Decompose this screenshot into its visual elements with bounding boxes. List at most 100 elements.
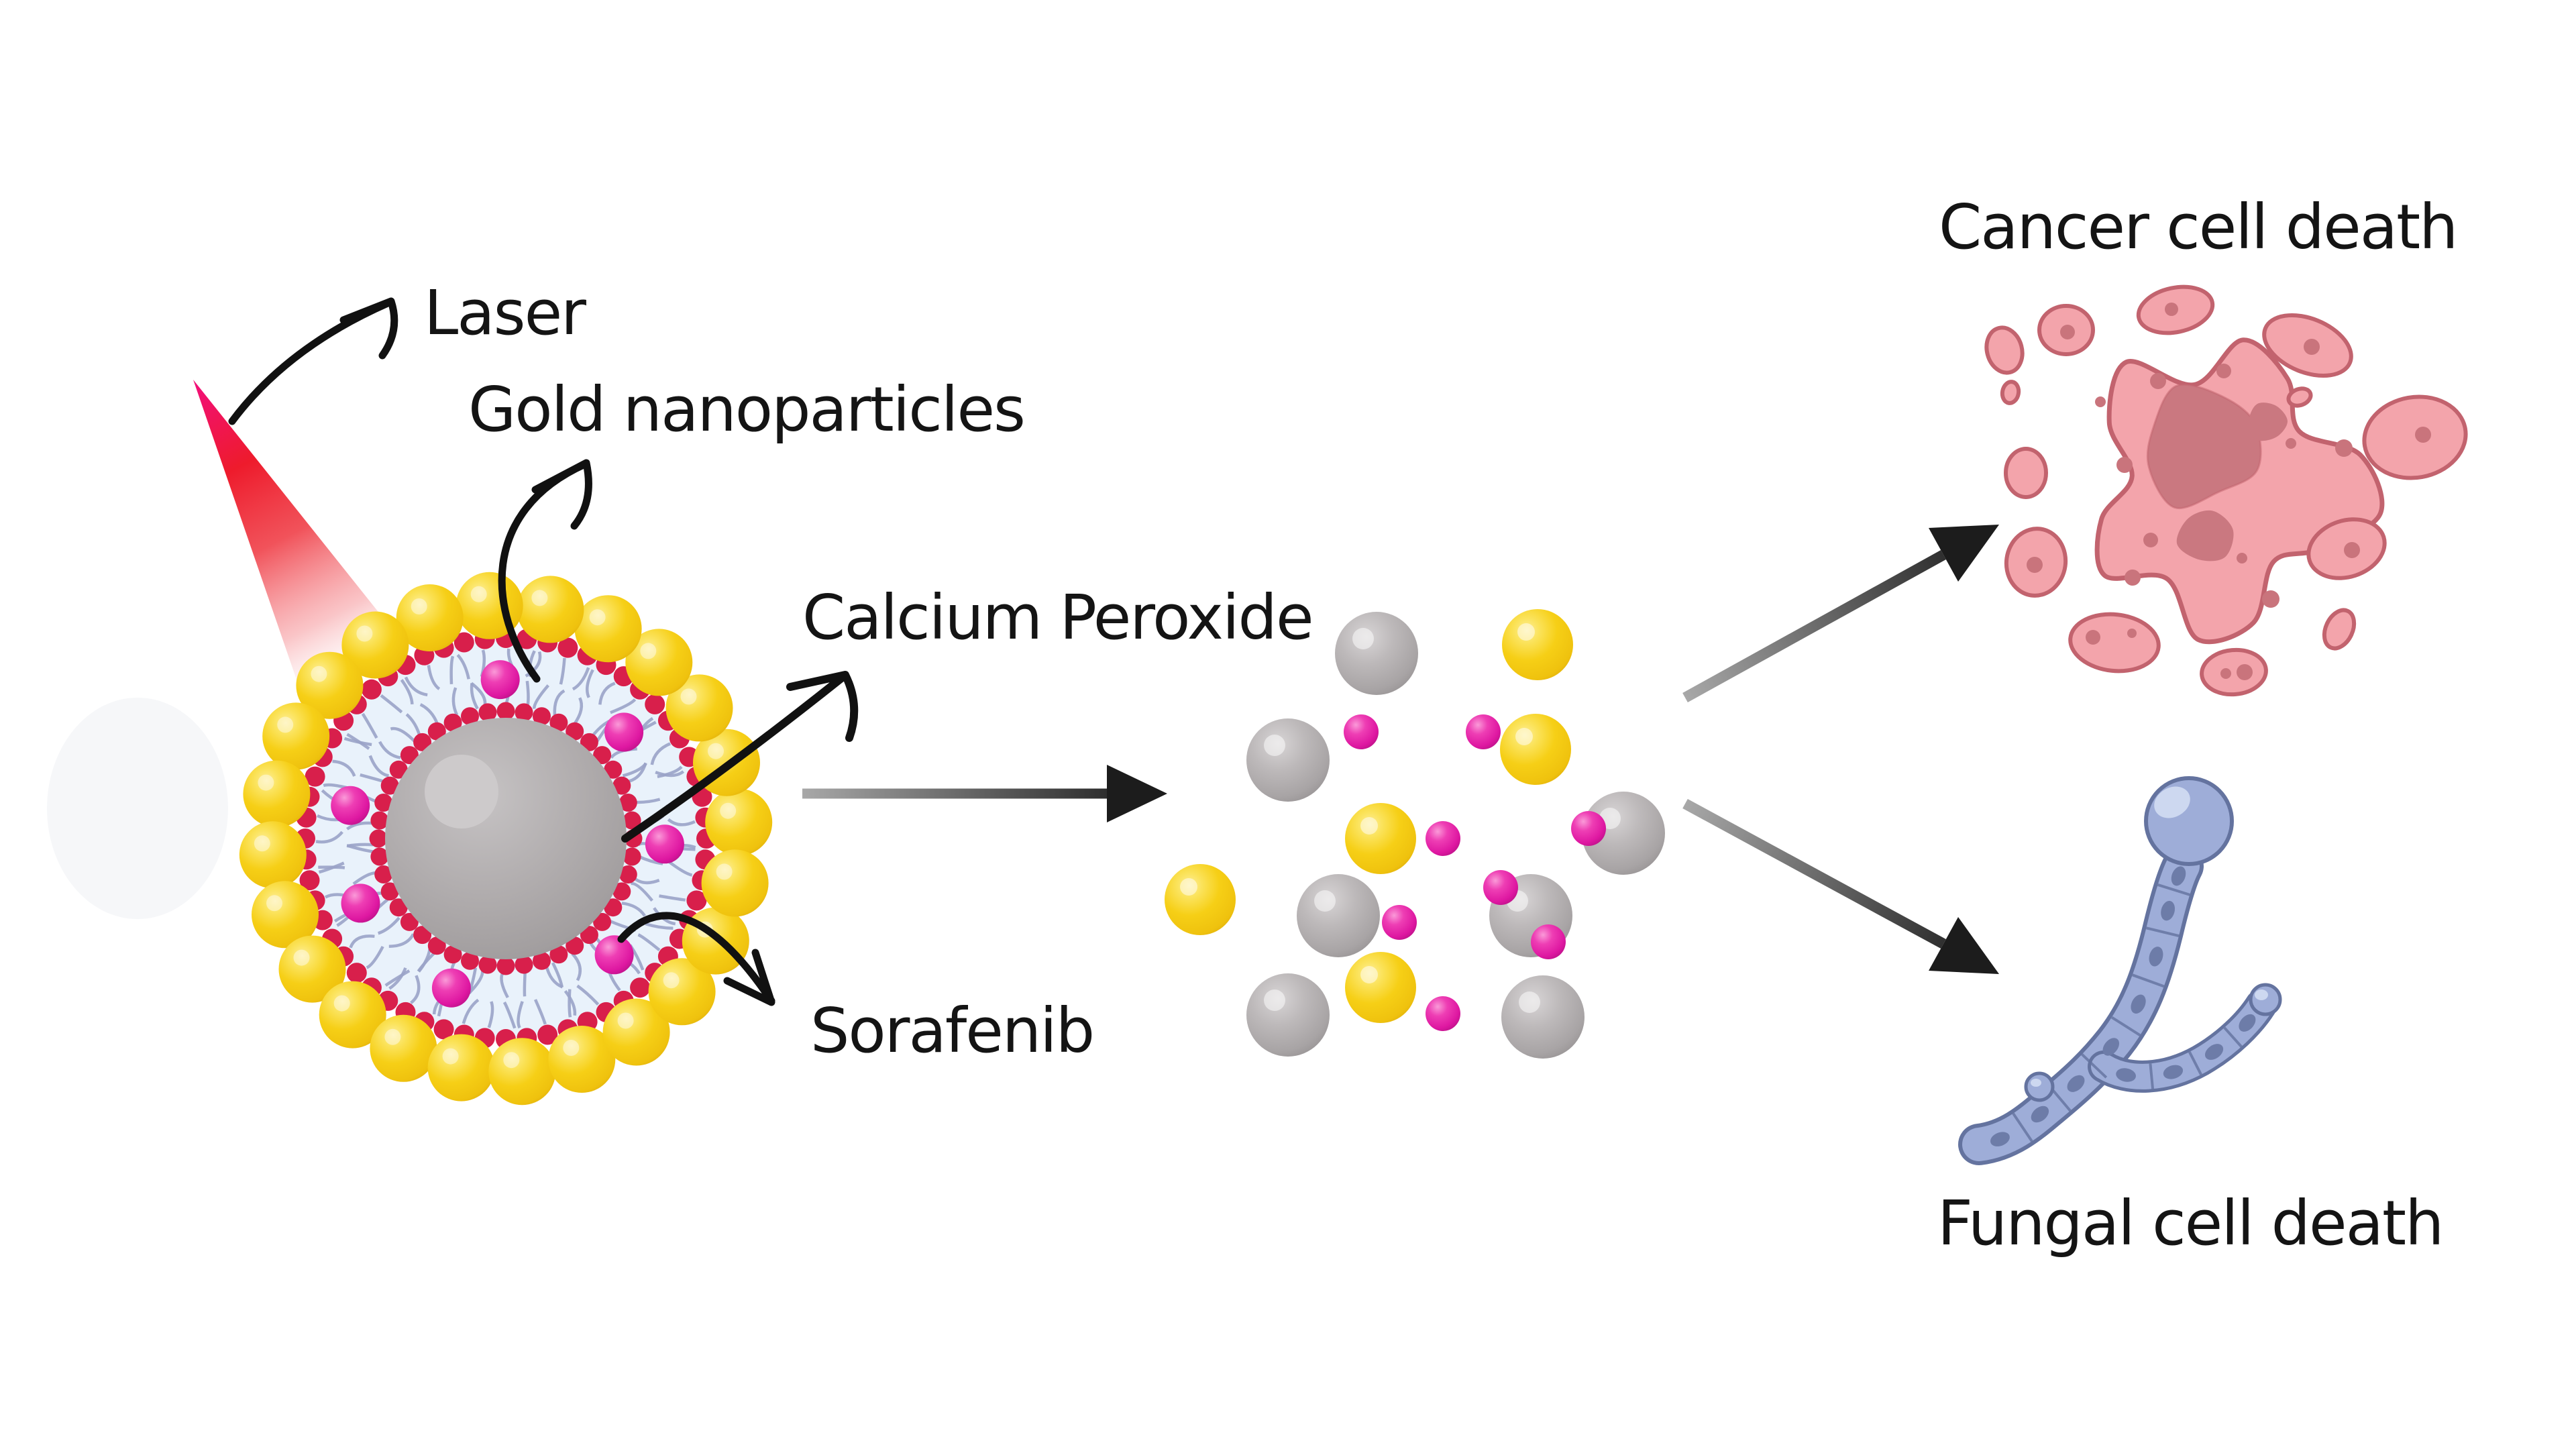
sorafenib-dot <box>645 824 684 864</box>
sorafenib-particle <box>1426 821 1460 856</box>
gold-nanoparticle-particle <box>1345 952 1416 1023</box>
release-arrow <box>802 765 1167 822</box>
sorafenib-particle <box>1531 924 1566 959</box>
fungal-septum <box>2132 973 2165 988</box>
cancer-cell-fragment <box>2136 284 2215 335</box>
fungal-septum <box>2012 1112 2033 1142</box>
cancer-cell-fragment <box>2068 612 2161 674</box>
gold-nanoparticle-sphere <box>243 760 311 828</box>
sorafenib-dot <box>341 883 380 923</box>
label-gold-nanoparticles: Gold nanoparticles <box>468 374 1024 445</box>
fungal-bud <box>2024 1071 2055 1102</box>
cancer-cell-fragment <box>2322 608 2357 651</box>
fungal-branch-tip <box>2249 983 2282 1016</box>
gold-nanoparticle-sphere <box>278 935 346 1003</box>
calcium-peroxide-particle <box>1246 718 1330 802</box>
gold-nanoparticle-sphere <box>648 958 716 1026</box>
gold-nanoparticle-sphere <box>319 981 386 1049</box>
fungal-septum <box>2223 1026 2243 1048</box>
fungal-nucleus <box>2204 1044 2224 1060</box>
fungal-spore-head <box>2144 776 2234 866</box>
gold-nanoparticle-sphere <box>665 674 733 742</box>
label-sorafenib: Sorafenib <box>810 995 1093 1067</box>
fungal-septum <box>2110 1016 2141 1036</box>
cancer-outcome-arrow <box>1682 525 1999 703</box>
fungal-septum <box>2081 1053 2108 1079</box>
gold-nanoparticle-sphere <box>705 788 773 856</box>
cancer-cell-fragment <box>2306 517 2387 580</box>
gold-nanoparticle-sphere <box>517 576 584 643</box>
cancer-cell-fragment <box>2286 386 2313 408</box>
labels: Laser Gold nanoparticles Calcium Peroxid… <box>424 191 2458 1259</box>
sorafenib-arrow <box>617 912 775 1006</box>
fungal-nucleus <box>2116 1068 2136 1082</box>
cancer-cell-nucleus <box>2146 383 2262 510</box>
calcium-peroxide-particle <box>1246 973 1330 1057</box>
gold-nanoparticle-sphere <box>252 881 319 949</box>
fungal-septum <box>2188 1051 2202 1075</box>
fungal-nucleus <box>2163 1065 2184 1079</box>
calcium-peroxide-arrow <box>621 671 859 843</box>
cancer-cell-fragment <box>2000 380 2021 405</box>
cancer-cell-fragment <box>1984 325 2025 375</box>
gold-nanoparticle-sphere <box>701 849 769 917</box>
sorafenib-particle <box>1571 811 1606 846</box>
annotation-arrows <box>228 297 859 1006</box>
calcium-peroxide-particle <box>1501 975 1585 1059</box>
fungal-nucleus <box>2102 1038 2120 1056</box>
cancer-cell-fragment <box>2004 527 2068 598</box>
cancer-cell-fragment <box>2200 647 2268 697</box>
cancer-cell-illustration <box>1984 284 2468 697</box>
gold-nanoparticle-sphere <box>396 584 464 651</box>
sorafenib-particle <box>1344 714 1379 749</box>
sorafenib-particle <box>1382 905 1417 940</box>
gold-nanoparticle-sphere <box>296 651 364 719</box>
gold-nanoparticles-arrow <box>498 459 592 683</box>
fungal-cell-illustration <box>1958 776 2282 1165</box>
label-calcium-peroxide: Calcium Peroxide <box>802 582 1313 653</box>
liposome-nanoparticle <box>239 572 773 1106</box>
gold-nanoparticle-particle <box>1500 714 1571 785</box>
sorafenib-dot <box>480 660 520 700</box>
calcium-peroxide-particle <box>1297 874 1380 957</box>
cancer-cell-fragment <box>2362 394 2468 480</box>
laser-arrow <box>228 297 398 425</box>
gold-nanoparticle-sphere <box>548 1026 616 1093</box>
label-laser: Laser <box>424 277 586 349</box>
gold-nanoparticle-sphere <box>370 1014 437 1082</box>
sorafenib-particle <box>1426 996 1460 1031</box>
fungal-nucleus <box>2239 1014 2256 1032</box>
fungal-outcome-arrow <box>1682 798 1999 974</box>
gold-nanoparticle-sphere <box>341 611 409 679</box>
sorafenib-particle <box>1466 714 1501 749</box>
cancer-cell-nucleus-fragment <box>2176 510 2234 561</box>
sorafenib-dot <box>604 712 644 752</box>
sorafenib-dot <box>431 968 471 1008</box>
released-particles-cluster <box>1165 609 1665 1059</box>
cancer-cell-nucleus-fragment <box>2249 402 2288 441</box>
flow-arrows <box>802 525 1999 974</box>
fungal-nucleus <box>2149 947 2163 967</box>
background-smudge <box>47 698 228 919</box>
sorafenib-dot <box>594 935 634 975</box>
fungal-septum <box>2157 883 2190 896</box>
label-fungal-cell-death: Fungal cell death <box>1937 1187 2443 1259</box>
cancer-cell-body <box>2094 337 2385 645</box>
fungal-septum <box>2145 926 2180 938</box>
sorafenib-particle <box>1483 870 1518 905</box>
gold-nanoparticle-sphere <box>239 821 307 889</box>
fungal-nucleus <box>2067 1075 2085 1092</box>
cancer-cell-fragment <box>2004 447 2048 499</box>
gold-nanoparticle-sphere <box>488 1038 556 1106</box>
gold-nanoparticle-particle <box>1502 609 1573 680</box>
calcium-peroxide-particle <box>1335 612 1418 695</box>
gold-nanoparticle-particle <box>1345 803 1416 874</box>
label-cancer-cell-death: Cancer cell death <box>1939 191 2457 263</box>
calcium-peroxide-core <box>385 718 627 959</box>
fungal-nucleus <box>2161 900 2176 921</box>
gold-nanoparticle-sphere <box>262 702 330 770</box>
gold-nanoparticle-sphere <box>602 998 670 1066</box>
gold-nanoparticle-sphere <box>427 1034 495 1102</box>
sorafenib-dot <box>331 786 370 825</box>
